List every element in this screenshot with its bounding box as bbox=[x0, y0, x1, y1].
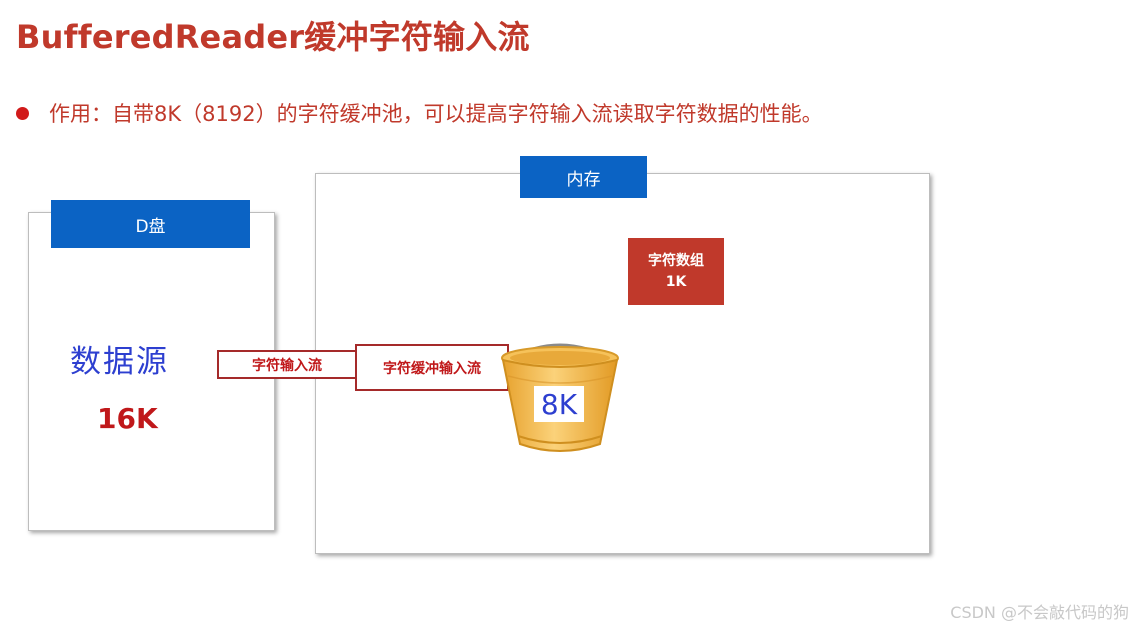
memory-tab: 内存 bbox=[520, 156, 647, 198]
bullet-text: 作用：自带8K（8192）的字符缓冲池，可以提高字符输入流读取字符数据的性能。 bbox=[49, 102, 823, 126]
char-array-label: 字符数组 bbox=[648, 252, 704, 269]
char-input-stream-pipe: 字符输入流 bbox=[217, 350, 357, 379]
data-source-size: 16K bbox=[97, 402, 158, 435]
watermark: CSDN @不会敲代码的狗 bbox=[950, 603, 1129, 622]
disk-tab: D盘 bbox=[51, 200, 250, 248]
page-title: BufferedReader缓冲字符输入流 bbox=[16, 18, 530, 56]
data-source-label: 数据源 bbox=[70, 344, 169, 380]
char-array-block: 字符数组 1K bbox=[628, 238, 724, 305]
bucket-capacity-label: 8K bbox=[534, 386, 584, 422]
bullet-dot-icon bbox=[16, 106, 29, 120]
char-array-size: 1K bbox=[665, 273, 687, 290]
bullet-point: 作用：自带8K（8192）的字符缓冲池，可以提高字符输入流读取字符数据的性能。 bbox=[16, 98, 823, 128]
buffered-input-stream-pipe: 字符缓冲输入流 bbox=[355, 344, 509, 391]
